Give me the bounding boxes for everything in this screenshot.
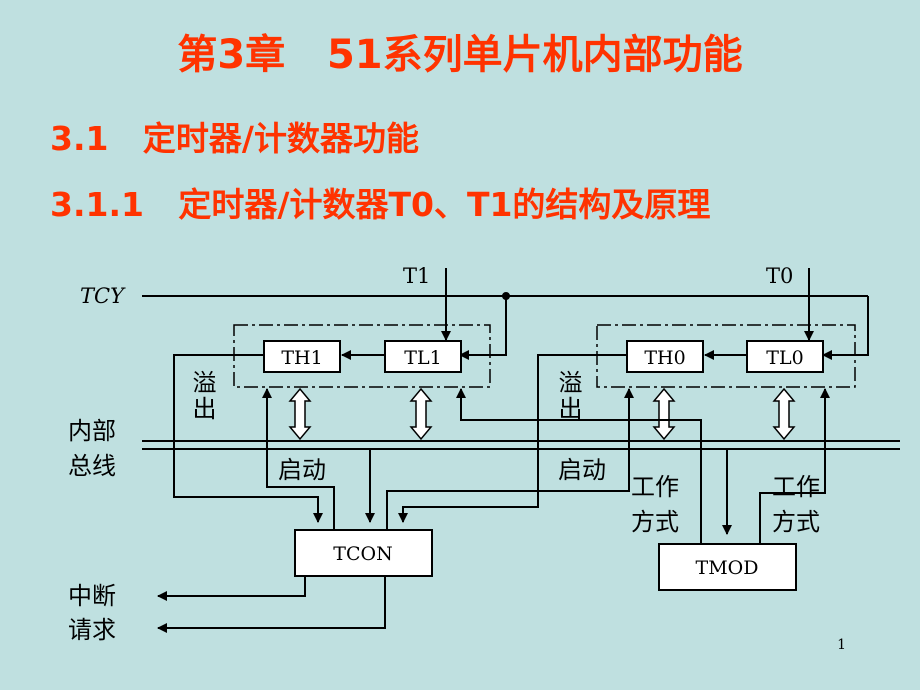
th0-register bbox=[626, 340, 704, 373]
th1-register bbox=[263, 340, 341, 373]
th1-overflow-line bbox=[173, 354, 323, 523]
tl1-label: TL1 bbox=[404, 347, 441, 369]
bus-label-line1: 内部 bbox=[68, 417, 116, 445]
tcon-start-t0-line bbox=[386, 388, 634, 532]
tmod-label: TMOD bbox=[696, 557, 759, 579]
overflow-label-0: 溢出 bbox=[554, 370, 582, 422]
overflow-label-1: 溢出 bbox=[188, 370, 216, 422]
tmod-register bbox=[658, 543, 797, 591]
tl1-bus-double-arrow bbox=[409, 387, 433, 441]
start-label-0: 启动 bbox=[558, 456, 606, 484]
t1-input-label: T1 bbox=[403, 264, 430, 288]
tcon-start-t1-line bbox=[262, 388, 335, 532]
tcon-label: TCON bbox=[333, 543, 392, 565]
mode-label-1-line1: 工作 bbox=[631, 473, 679, 501]
interrupt-label-line2: 请求 bbox=[68, 616, 116, 644]
tl0-bus-double-arrow bbox=[772, 387, 796, 441]
start-label-1: 启动 bbox=[278, 456, 326, 484]
tmod-mode-t1-line bbox=[456, 388, 702, 544]
t0-input-label: T0 bbox=[766, 264, 793, 288]
section-heading-3-1-1: 3.1.1 定时器/计数器T0、T1的结构及原理 bbox=[50, 185, 711, 224]
mode-label-0-line1: 工作 bbox=[772, 473, 820, 501]
bus-label-line2: 总线 bbox=[68, 452, 116, 480]
th1-label: TH1 bbox=[281, 347, 322, 369]
section-heading-3-1: 3.1 定时器/计数器功能 bbox=[50, 119, 419, 158]
interrupt-line-1 bbox=[157, 576, 306, 601]
th1-bus-double-arrow bbox=[288, 387, 312, 441]
interrupt-label-line1: 中断 bbox=[68, 582, 116, 610]
tl1-register bbox=[384, 340, 462, 373]
tcy-label: TCY bbox=[80, 284, 126, 308]
th0-bus-double-arrow bbox=[652, 387, 676, 441]
tl0-register bbox=[746, 340, 824, 373]
tl0-label: TL0 bbox=[766, 347, 803, 369]
interrupt-line-2 bbox=[157, 576, 386, 633]
tcy-to-tl1-line bbox=[459, 296, 507, 360]
tmod-mode-t0-line bbox=[759, 388, 830, 544]
tcy-to-tl0-line bbox=[822, 296, 869, 360]
th0-overflow-line bbox=[398, 354, 627, 523]
slide-title: 第3章 51系列单片机内部功能 bbox=[177, 32, 743, 78]
page-number: 1 bbox=[837, 637, 846, 653]
mode-label-0-line2: 方式 bbox=[772, 508, 820, 536]
mode-label-1-line2: 方式 bbox=[631, 508, 679, 536]
tcon-register bbox=[294, 529, 433, 577]
th0-label: TH0 bbox=[644, 347, 685, 369]
